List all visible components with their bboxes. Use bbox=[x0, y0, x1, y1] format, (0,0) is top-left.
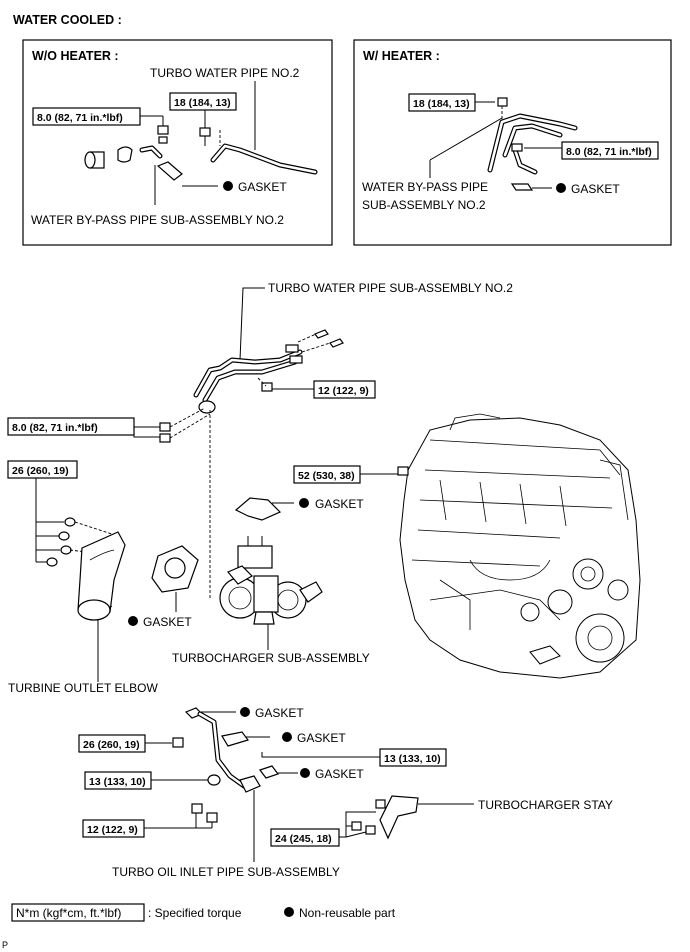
legend-torque-box bbox=[11, 903, 145, 922]
torque-value: 8.0 (82, 71 in.*lbf) bbox=[37, 112, 123, 124]
turbo-water-pipe-no2-label: TURBO WATER PIPE NO.2 bbox=[150, 66, 300, 80]
torque-value: 13 (133, 10) bbox=[384, 753, 441, 765]
gasket-upper-label: GASKET bbox=[315, 497, 364, 511]
torque-box-w-right bbox=[561, 141, 659, 160]
nuts-elbow bbox=[46, 517, 119, 567]
non-reusable-bullet bbox=[300, 768, 310, 778]
legend-non-reusable: Non-reusable part bbox=[299, 906, 396, 920]
bypass-pipe-label-w-line1: WATER BY-PASS PIPE bbox=[362, 180, 488, 194]
legend-torque-desc: : Specified torque bbox=[148, 906, 242, 920]
torque-value: 24 (245, 18) bbox=[275, 833, 332, 845]
torque-value: 13 (133, 10) bbox=[89, 776, 146, 788]
bypass-pipe-label-wo: WATER BY-PASS PIPE SUB-ASSEMBLY NO.2 bbox=[31, 213, 284, 227]
nut-part bbox=[159, 407, 211, 443]
torque-value: 26 (260, 19) bbox=[83, 739, 140, 751]
non-reusable-bullet bbox=[223, 181, 233, 191]
oil-inlet-pipe-label: TURBO OIL INLET PIPE SUB-ASSEMBLY bbox=[112, 865, 340, 879]
nut-part bbox=[511, 143, 523, 152]
leader-line bbox=[429, 117, 503, 161]
gasket-label-w: GASKET bbox=[571, 182, 620, 196]
gasket-oil-2-label: GASKET bbox=[297, 731, 346, 745]
footer-code: P bbox=[2, 940, 8, 950]
nut-part bbox=[157, 125, 169, 144]
leader-line bbox=[239, 287, 265, 361]
torque-value: 52 (530, 38) bbox=[298, 470, 355, 482]
panel-wo-heater bbox=[22, 39, 333, 246]
engine-block-illustration bbox=[399, 413, 641, 679]
turbine-outlet-elbow-part bbox=[77, 531, 126, 621]
turbine-outlet-elbow-label: TURBINE OUTLET ELBOW bbox=[8, 681, 158, 695]
leader-line bbox=[261, 752, 380, 758]
gasket-small-part bbox=[156, 161, 183, 181]
leader-line bbox=[345, 831, 367, 838]
bolt-part bbox=[199, 127, 211, 146]
clamp-part bbox=[117, 146, 133, 163]
bypass-pipe-label-w-line2: SUB-ASSEMBLY NO.2 bbox=[362, 198, 486, 212]
torque-value: 26 (260, 19) bbox=[12, 465, 69, 477]
non-reusable-bullet bbox=[556, 183, 566, 193]
gasket-small-part bbox=[510, 183, 534, 191]
turbo-water-pipe-assy-part bbox=[193, 349, 303, 414]
torque-value: 8.0 (82, 71 in.*lbf) bbox=[566, 146, 652, 158]
gasket-oil-3-label: GASKET bbox=[315, 767, 364, 781]
nut-part bbox=[397, 466, 409, 476]
torque-box-26a bbox=[7, 460, 78, 479]
hose-fittings bbox=[285, 329, 344, 364]
gasket-oil-1-label: GASKET bbox=[255, 706, 304, 720]
non-reusable-bullet bbox=[240, 707, 250, 717]
nut-part bbox=[207, 774, 221, 786]
torque-value: 12 (122, 9) bbox=[87, 824, 138, 836]
non-reusable-bullet bbox=[284, 907, 294, 917]
bolt-part bbox=[257, 377, 273, 392]
turbocharger-stay-label: TURBOCHARGER STAY bbox=[478, 798, 613, 812]
gasket-upper-part bbox=[234, 497, 282, 521]
water-bypass-pipe-part-w bbox=[487, 113, 578, 175]
non-reusable-bullet bbox=[282, 732, 292, 742]
non-reusable-bullet bbox=[128, 616, 138, 626]
turbocharger-part bbox=[219, 536, 323, 625]
gasket-small-part bbox=[259, 765, 279, 779]
leader-line bbox=[339, 811, 376, 838]
leader-line bbox=[144, 813, 197, 829]
torque-value: 8.0 (82, 71 in.*lbf) bbox=[12, 422, 98, 434]
gasket-elbow-label: GASKET bbox=[143, 615, 192, 629]
gasket-elbow-part bbox=[151, 545, 199, 593]
page-title: WATER COOLED : bbox=[13, 13, 122, 27]
turbo-water-pipe-no2-part bbox=[210, 143, 318, 175]
turbo-oil-inlet-pipe-part bbox=[197, 711, 261, 793]
leader-line bbox=[133, 427, 160, 438]
w-heater-heading: W/ HEATER : bbox=[363, 49, 440, 63]
bypass-pipe-elbow bbox=[139, 145, 163, 159]
turbocharger-label: TURBOCHARGER SUB-ASSEMBLY bbox=[172, 651, 370, 665]
torque-box-wo-right bbox=[169, 92, 237, 111]
hose-part bbox=[84, 151, 105, 169]
non-reusable-bullet bbox=[299, 498, 309, 508]
wo-heater-heading: W/O HEATER : bbox=[32, 49, 119, 63]
bolt-part bbox=[497, 97, 508, 122]
bolt-part bbox=[172, 737, 184, 748]
turbo-water-pipe-assy-label: TURBO WATER PIPE SUB-ASSEMBLY NO.2 bbox=[268, 281, 513, 295]
torque-value: 12 (122, 9) bbox=[318, 385, 369, 397]
turbocharger-stay-part bbox=[351, 795, 419, 840]
torque-value: 18 (184, 13) bbox=[174, 97, 231, 109]
gasket-label-wo: GASKET bbox=[238, 180, 287, 194]
torque-value: 18 (184, 13) bbox=[413, 98, 470, 110]
legend-torque-unit: N*m (kgf*cm, ft.*lbf) bbox=[16, 906, 121, 920]
